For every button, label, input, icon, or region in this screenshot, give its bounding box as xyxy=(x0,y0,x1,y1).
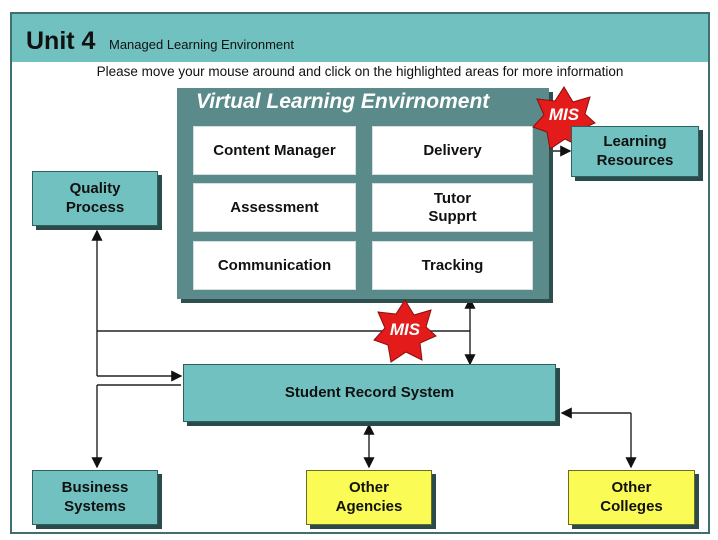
other-agencies-box[interactable]: Other Agencies xyxy=(306,470,432,525)
mis-label: MIS xyxy=(389,320,421,339)
tutor-support-cell[interactable]: Tutor Supprt xyxy=(372,183,533,232)
vle-title: Virtual Learning Envirnoment xyxy=(196,90,490,113)
communication-cell[interactable]: Communication xyxy=(193,241,356,290)
instructions-text: Please move your mouse around and click … xyxy=(96,64,624,79)
student-record-system-box[interactable]: Student Record System xyxy=(183,364,556,422)
mis-badge-icon[interactable] xyxy=(531,85,597,151)
assessment-cell[interactable]: Assessment xyxy=(193,183,356,232)
mis-label: MIS xyxy=(548,105,580,124)
business-systems-box[interactable]: Business Systems xyxy=(32,470,158,525)
mis-badge-icon[interactable] xyxy=(372,298,438,364)
delivery-cell[interactable]: Delivery xyxy=(372,126,533,175)
quality-process-box[interactable]: Quality Process xyxy=(32,171,158,226)
other-colleges-box[interactable]: Other Colleges xyxy=(568,470,695,525)
learning-resources-box[interactable]: Learning Resources xyxy=(571,126,699,177)
unit-title: Unit 4 xyxy=(26,27,96,55)
tracking-cell[interactable]: Tracking xyxy=(372,241,533,290)
header-bar xyxy=(12,14,708,62)
content-manager-cell[interactable]: Content Manager xyxy=(193,126,356,175)
unit-subtitle: Managed Learning Environment xyxy=(109,37,295,52)
